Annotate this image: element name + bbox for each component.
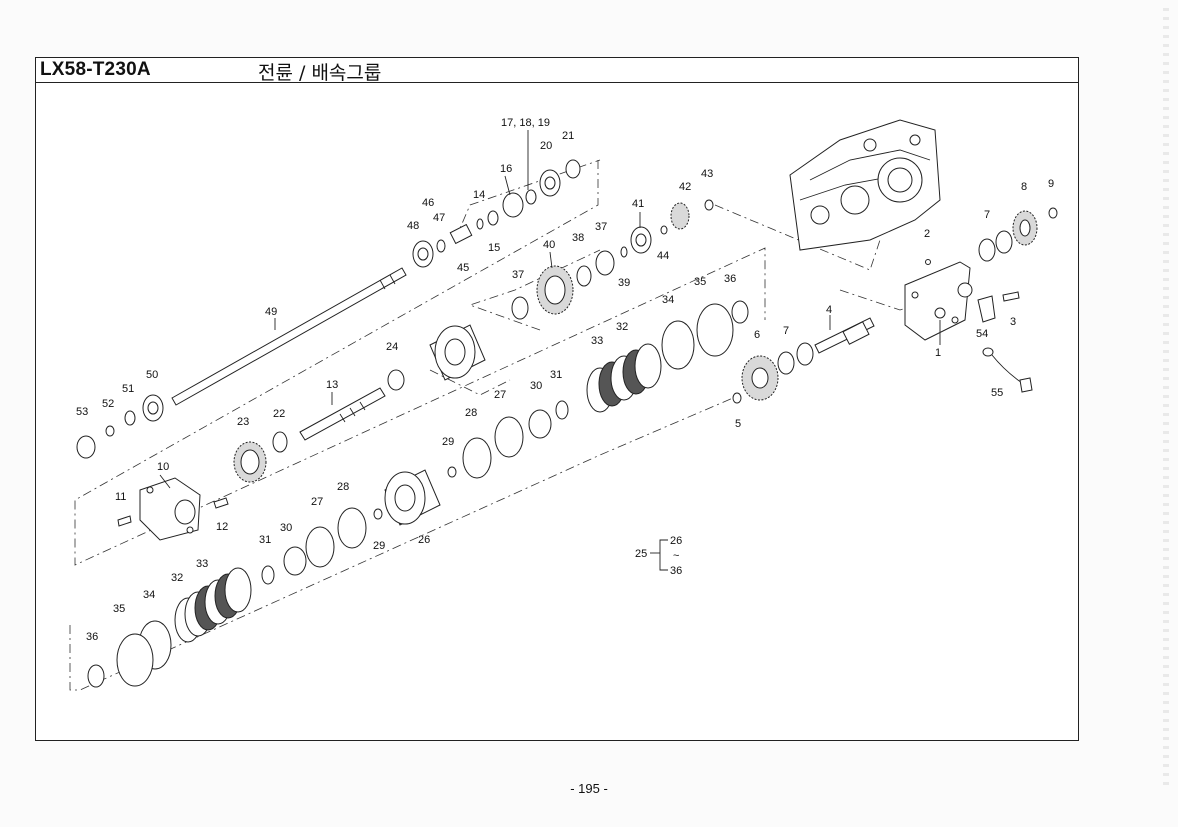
callout-2: 2 [924, 228, 930, 240]
callout-41: 41 [632, 198, 644, 210]
callout-39: 39 [618, 277, 630, 289]
sensor-parts [977, 295, 1033, 393]
callout-9: 9 [1048, 178, 1054, 190]
callout-20: 20 [540, 140, 552, 152]
callout-28a: 28 [337, 481, 349, 493]
callout-53: 53 [76, 406, 88, 418]
callout-28b: 28 [465, 407, 477, 419]
leader-lines [159, 130, 941, 489]
callout-13: 13 [326, 379, 338, 391]
callout-45: 45 [457, 262, 469, 274]
pistons-springs [261, 400, 569, 585]
shaft-13 [299, 387, 386, 441]
callout-43: 43 [701, 168, 713, 180]
callout-31a: 31 [259, 534, 271, 546]
title-bar: LX58-T230A 전륜 / 배속그룹 [36, 58, 1078, 84]
callout-4: 4 [826, 304, 832, 316]
callout-30a: 30 [280, 522, 292, 534]
range-bracket [650, 539, 668, 571]
range-tilde: ~ [673, 550, 679, 562]
callout-54: 54 [976, 328, 988, 340]
callout-23: 23 [237, 416, 249, 428]
callout-12: 12 [216, 521, 228, 533]
callout-50: 50 [146, 369, 158, 381]
callout-1: 1 [935, 347, 941, 359]
callout-24: 24 [386, 341, 398, 353]
callout-35b: 35 [694, 276, 706, 288]
callout-14: 14 [473, 189, 485, 201]
callout-36a: 36 [86, 631, 98, 643]
callout-52: 52 [102, 398, 114, 410]
callout-47: 47 [433, 212, 445, 224]
callout-17-18-19: 17, 18, 19 [501, 117, 550, 129]
range-top-26: 26 [670, 535, 682, 547]
range-start-25: 25 [635, 548, 647, 560]
callout-16: 16 [500, 163, 512, 175]
callout-5: 5 [735, 418, 741, 430]
page-number: - 195 - [570, 781, 608, 796]
callout-33a: 33 [196, 558, 208, 570]
callout-51: 51 [122, 383, 134, 395]
callout-31b: 31 [550, 369, 562, 381]
callout-36c: 36 [670, 565, 682, 577]
scan-edge-marks [1163, 8, 1169, 788]
model-code: LX58-T230A [40, 59, 151, 80]
front-cover [904, 261, 973, 341]
clutch-drums [384, 324, 486, 526]
callout-21: 21 [562, 130, 574, 142]
callout-labels: 1 2 3 4 5 6 7 7 8 9 10 11 12 13 14 15 16… [76, 117, 1054, 643]
callout-8: 8 [1021, 181, 1027, 193]
clutch-pack-upper [586, 300, 749, 413]
callout-34a: 34 [143, 589, 155, 601]
callout-30b: 30 [530, 380, 542, 392]
transmission-case [789, 119, 941, 251]
callout-7b: 7 [984, 209, 990, 221]
callout-29a: 29 [373, 540, 385, 552]
shaft-49 [171, 267, 407, 406]
callout-37a: 37 [512, 269, 524, 281]
callout-42: 42 [679, 181, 691, 193]
callout-32b: 32 [616, 321, 628, 333]
callout-32a: 32 [171, 572, 183, 584]
callout-33b: 33 [591, 335, 603, 347]
shaft-4 [814, 317, 875, 354]
callout-46: 46 [422, 197, 434, 209]
callout-22: 22 [273, 408, 285, 420]
callout-15: 15 [488, 242, 500, 254]
flange-10 [117, 477, 229, 541]
callout-49: 49 [265, 306, 277, 318]
callout-29b: 29 [442, 436, 454, 448]
callout-26: 26 [418, 534, 430, 546]
callout-7a: 7 [783, 325, 789, 337]
callout-27b: 27 [494, 389, 506, 401]
callout-36b: 36 [724, 273, 736, 285]
callout-40: 40 [543, 239, 555, 251]
callout-48: 48 [407, 220, 419, 232]
callout-3: 3 [1010, 316, 1016, 328]
callout-10: 10 [157, 461, 169, 473]
clutch-pack-lower [87, 567, 252, 688]
callout-6: 6 [754, 329, 760, 341]
callout-27a: 27 [311, 496, 323, 508]
callout-38: 38 [572, 232, 584, 244]
bearings-and-rings [76, 159, 1058, 520]
group-title: 전륜 / 배속그룹 [258, 62, 382, 84]
callout-44: 44 [657, 250, 669, 262]
gears [233, 202, 1038, 483]
callout-35a: 35 [113, 603, 125, 615]
callout-55: 55 [991, 387, 1003, 399]
callout-11: 11 [115, 491, 126, 503]
callout-34b: 34 [662, 294, 674, 306]
callout-37b: 37 [595, 221, 607, 233]
